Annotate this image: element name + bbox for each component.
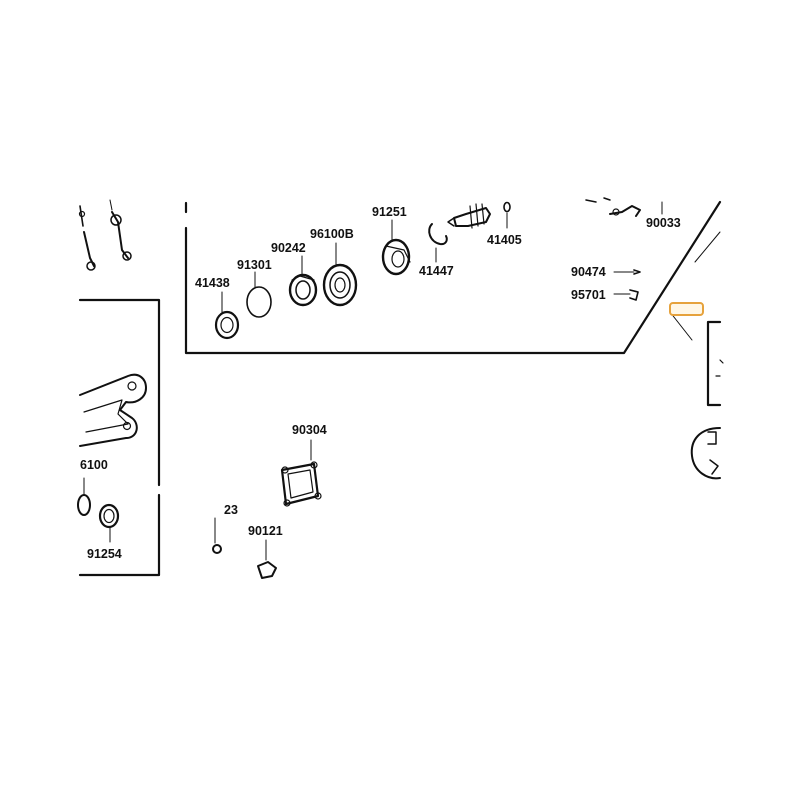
shaft-spline-2 bbox=[475, 203, 479, 227]
right-edge-line bbox=[694, 231, 721, 263]
shaft-assembly bbox=[453, 207, 491, 227]
shaft-spline-1 bbox=[469, 205, 473, 229]
main-frame-outline bbox=[184, 200, 722, 355]
gasket-hole-4 bbox=[283, 499, 291, 507]
label-41447: 41447 bbox=[419, 264, 454, 278]
label-90242: 90242 bbox=[271, 241, 306, 255]
bolt-c-nut bbox=[122, 251, 132, 261]
screw-90033-head bbox=[612, 208, 620, 216]
lever-hole-2 bbox=[122, 421, 132, 431]
label-6100-partial: 6100 bbox=[80, 458, 108, 472]
seal-41438 bbox=[214, 310, 240, 340]
pin-41405 bbox=[503, 201, 511, 213]
label-96100b: 96100B bbox=[310, 227, 354, 241]
right-leader bbox=[669, 311, 693, 341]
nut-90121 bbox=[257, 561, 277, 579]
leader-c bbox=[109, 199, 113, 211]
left-frame-lower bbox=[78, 493, 161, 577]
lever-hole-1 bbox=[127, 381, 137, 391]
bolt-a-head bbox=[78, 210, 86, 218]
lever-part-inner bbox=[83, 399, 129, 433]
bearing-96100b-mid bbox=[329, 271, 351, 299]
cap-part bbox=[212, 544, 222, 554]
bolt-b-nut bbox=[86, 261, 96, 271]
right-part-detail bbox=[709, 459, 719, 475]
label-91251: 91251 bbox=[372, 205, 407, 219]
gasket-hole-2 bbox=[310, 461, 318, 469]
label-91254: 91254 bbox=[87, 547, 122, 561]
label-91301: 91301 bbox=[237, 258, 272, 272]
screw-90033-c bbox=[603, 197, 611, 201]
washer-91254-a bbox=[77, 494, 91, 516]
label-41438: 41438 bbox=[195, 276, 230, 290]
right-part-outline bbox=[690, 427, 721, 480]
lever-part-outline bbox=[79, 373, 147, 447]
bolt-c-head bbox=[110, 214, 122, 226]
bearing-96100b-inner bbox=[334, 277, 346, 293]
gasket-hole-1 bbox=[281, 466, 289, 474]
seal-91251 bbox=[381, 238, 411, 276]
bearing-90242-inner bbox=[295, 280, 311, 300]
seal-91251-side bbox=[385, 245, 411, 263]
left-frame-outline bbox=[78, 298, 161, 487]
oring-91301 bbox=[246, 286, 272, 318]
label-23-partial: 23 bbox=[224, 503, 238, 517]
right-part-inner bbox=[707, 431, 717, 445]
label-90304: 90304 bbox=[292, 423, 327, 437]
screw-90474 bbox=[633, 269, 641, 275]
nut-95701 bbox=[629, 289, 639, 301]
circlip-41447 bbox=[428, 223, 448, 246]
screw-90033-b bbox=[585, 199, 597, 203]
gasket-90304 bbox=[280, 462, 320, 506]
bolt-b bbox=[83, 231, 95, 267]
bearing-90242 bbox=[288, 273, 318, 307]
washer-91254-b bbox=[98, 503, 120, 529]
washer-91254-b-inner bbox=[103, 508, 115, 524]
gasket-hole-3 bbox=[314, 492, 322, 500]
screw-90033 bbox=[609, 205, 641, 217]
seal-41438-inner bbox=[220, 316, 234, 334]
label-90033: 90033 bbox=[646, 216, 681, 230]
right-bracket-outline bbox=[706, 320, 722, 407]
seal-91251-inner bbox=[391, 250, 405, 268]
shaft-spline-3 bbox=[481, 203, 485, 225]
gasket-90304-inner bbox=[287, 469, 314, 499]
bearing-90242-rim bbox=[291, 275, 315, 281]
bolt-c bbox=[111, 211, 129, 259]
shaft-tip bbox=[447, 217, 455, 227]
bearing-96100b bbox=[322, 263, 358, 307]
label-41405: 41405 bbox=[487, 233, 522, 247]
right-mark-1 bbox=[719, 359, 724, 364]
label-95701: 95701 bbox=[571, 288, 606, 302]
label-90121: 90121 bbox=[248, 524, 283, 538]
highlight-box[interactable] bbox=[669, 302, 704, 316]
label-90474: 90474 bbox=[571, 265, 606, 279]
